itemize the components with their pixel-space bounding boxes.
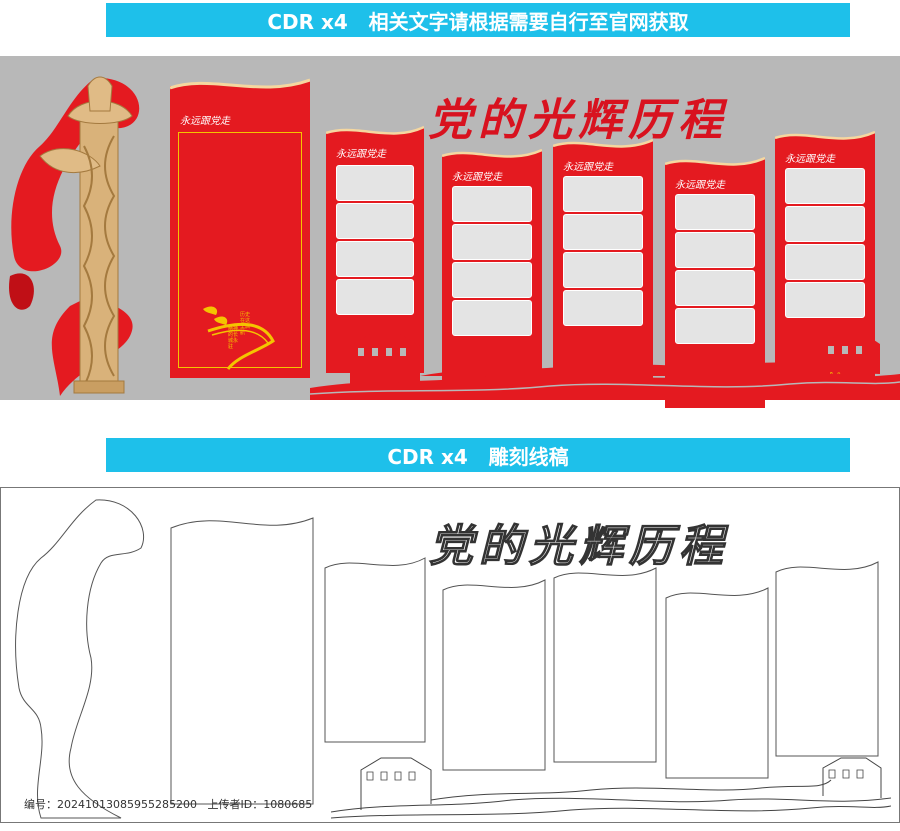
color-design-panel: 永远跟党走 历史在这里启航 精神的长城永驻 党的光辉历程 永远跟党走 ★★★★★… [0,56,900,408]
board-label: 永远跟党走 [563,162,613,173]
display-board-1: 永远跟党走 ★★★★★ [326,125,424,373]
board-top-wave [553,138,653,156]
photo-slot [336,279,414,315]
photo-slot [336,241,414,277]
pillar-ribbon-outline [15,499,145,819]
top-banner: CDR x4 相关文字请根据需要自行至官网获取 [106,3,850,37]
photo-slot [785,244,865,280]
footer-id-label: 编号： [24,798,57,811]
footer-info: 编号：20241013085955285200 上传者ID：1080685 [24,796,312,812]
great-wall-outline [331,757,891,819]
photo-slot [452,224,532,260]
photo-slot [785,206,865,242]
photo-slot [785,168,865,204]
dove-harp-emblem [203,306,275,370]
photo-slot [452,300,532,336]
huabiao-pillar-illustration [9,76,140,396]
photo-slot [563,176,643,212]
photo-slot [563,214,643,250]
photo-slot [675,308,755,344]
photo-slot [563,290,643,326]
display-board-3: 永远跟党走 ★★★★★ [553,138,653,390]
main-title: 党的光辉历程 [428,95,728,146]
photo-slot [675,270,755,306]
tall-board-text-line2: 精神的长城永驻 [228,326,239,350]
board-top-wave [665,156,765,174]
board-outline-2 [442,579,546,771]
photo-slot [336,203,414,239]
bottom-banner-text: CDR x4 雕刻线稿 [387,444,569,469]
outline-engraving-panel: 党的光辉历程 [0,487,900,823]
photo-slot [675,194,755,230]
tall-board-text-line1: 历史在这里启航 [240,312,251,336]
footer-uploader-value: 1080685 [263,798,313,811]
photo-slot [563,252,643,288]
board-top-wave [775,130,875,148]
footer-uploader-label: 上传者ID： [207,798,264,811]
board-label: 永远跟党走 [336,149,386,160]
board-top-wave [442,148,542,166]
board-label: 永远跟党走 [785,154,835,165]
tall-board-label: 永远跟党走 [180,116,230,127]
board-top-wave [170,78,310,98]
footer-id-value: 20241013085955285200 [57,798,197,811]
board-label: 永远跟党走 [675,180,725,191]
photo-slot [452,262,532,298]
board-outline-1 [324,557,426,743]
board-outline-5 [775,561,879,757]
board-label: 永远跟党走 [452,172,502,183]
board-outline-3 [553,567,657,763]
photo-slot [785,282,865,318]
tall-board-inner-frame [178,132,302,368]
photo-slot [452,186,532,222]
top-banner-text: CDR x4 相关文字请根据需要自行至官网获取 [267,9,689,34]
photo-slot [336,165,414,201]
board-top-wave [326,125,424,143]
tall-display-board: 永远跟党走 历史在这里启航 精神的长城永驻 [170,78,310,378]
display-board-2: 永远跟党走 ★★★★★ [442,148,542,396]
board-outline-4 [665,587,769,779]
bottom-banner: CDR x4 雕刻线稿 [106,438,850,472]
outline-title: 党的光辉历程 [428,520,729,572]
tall-board-outline [170,517,314,805]
photo-slot [675,232,755,268]
great-wall-silhouette [310,334,900,400]
